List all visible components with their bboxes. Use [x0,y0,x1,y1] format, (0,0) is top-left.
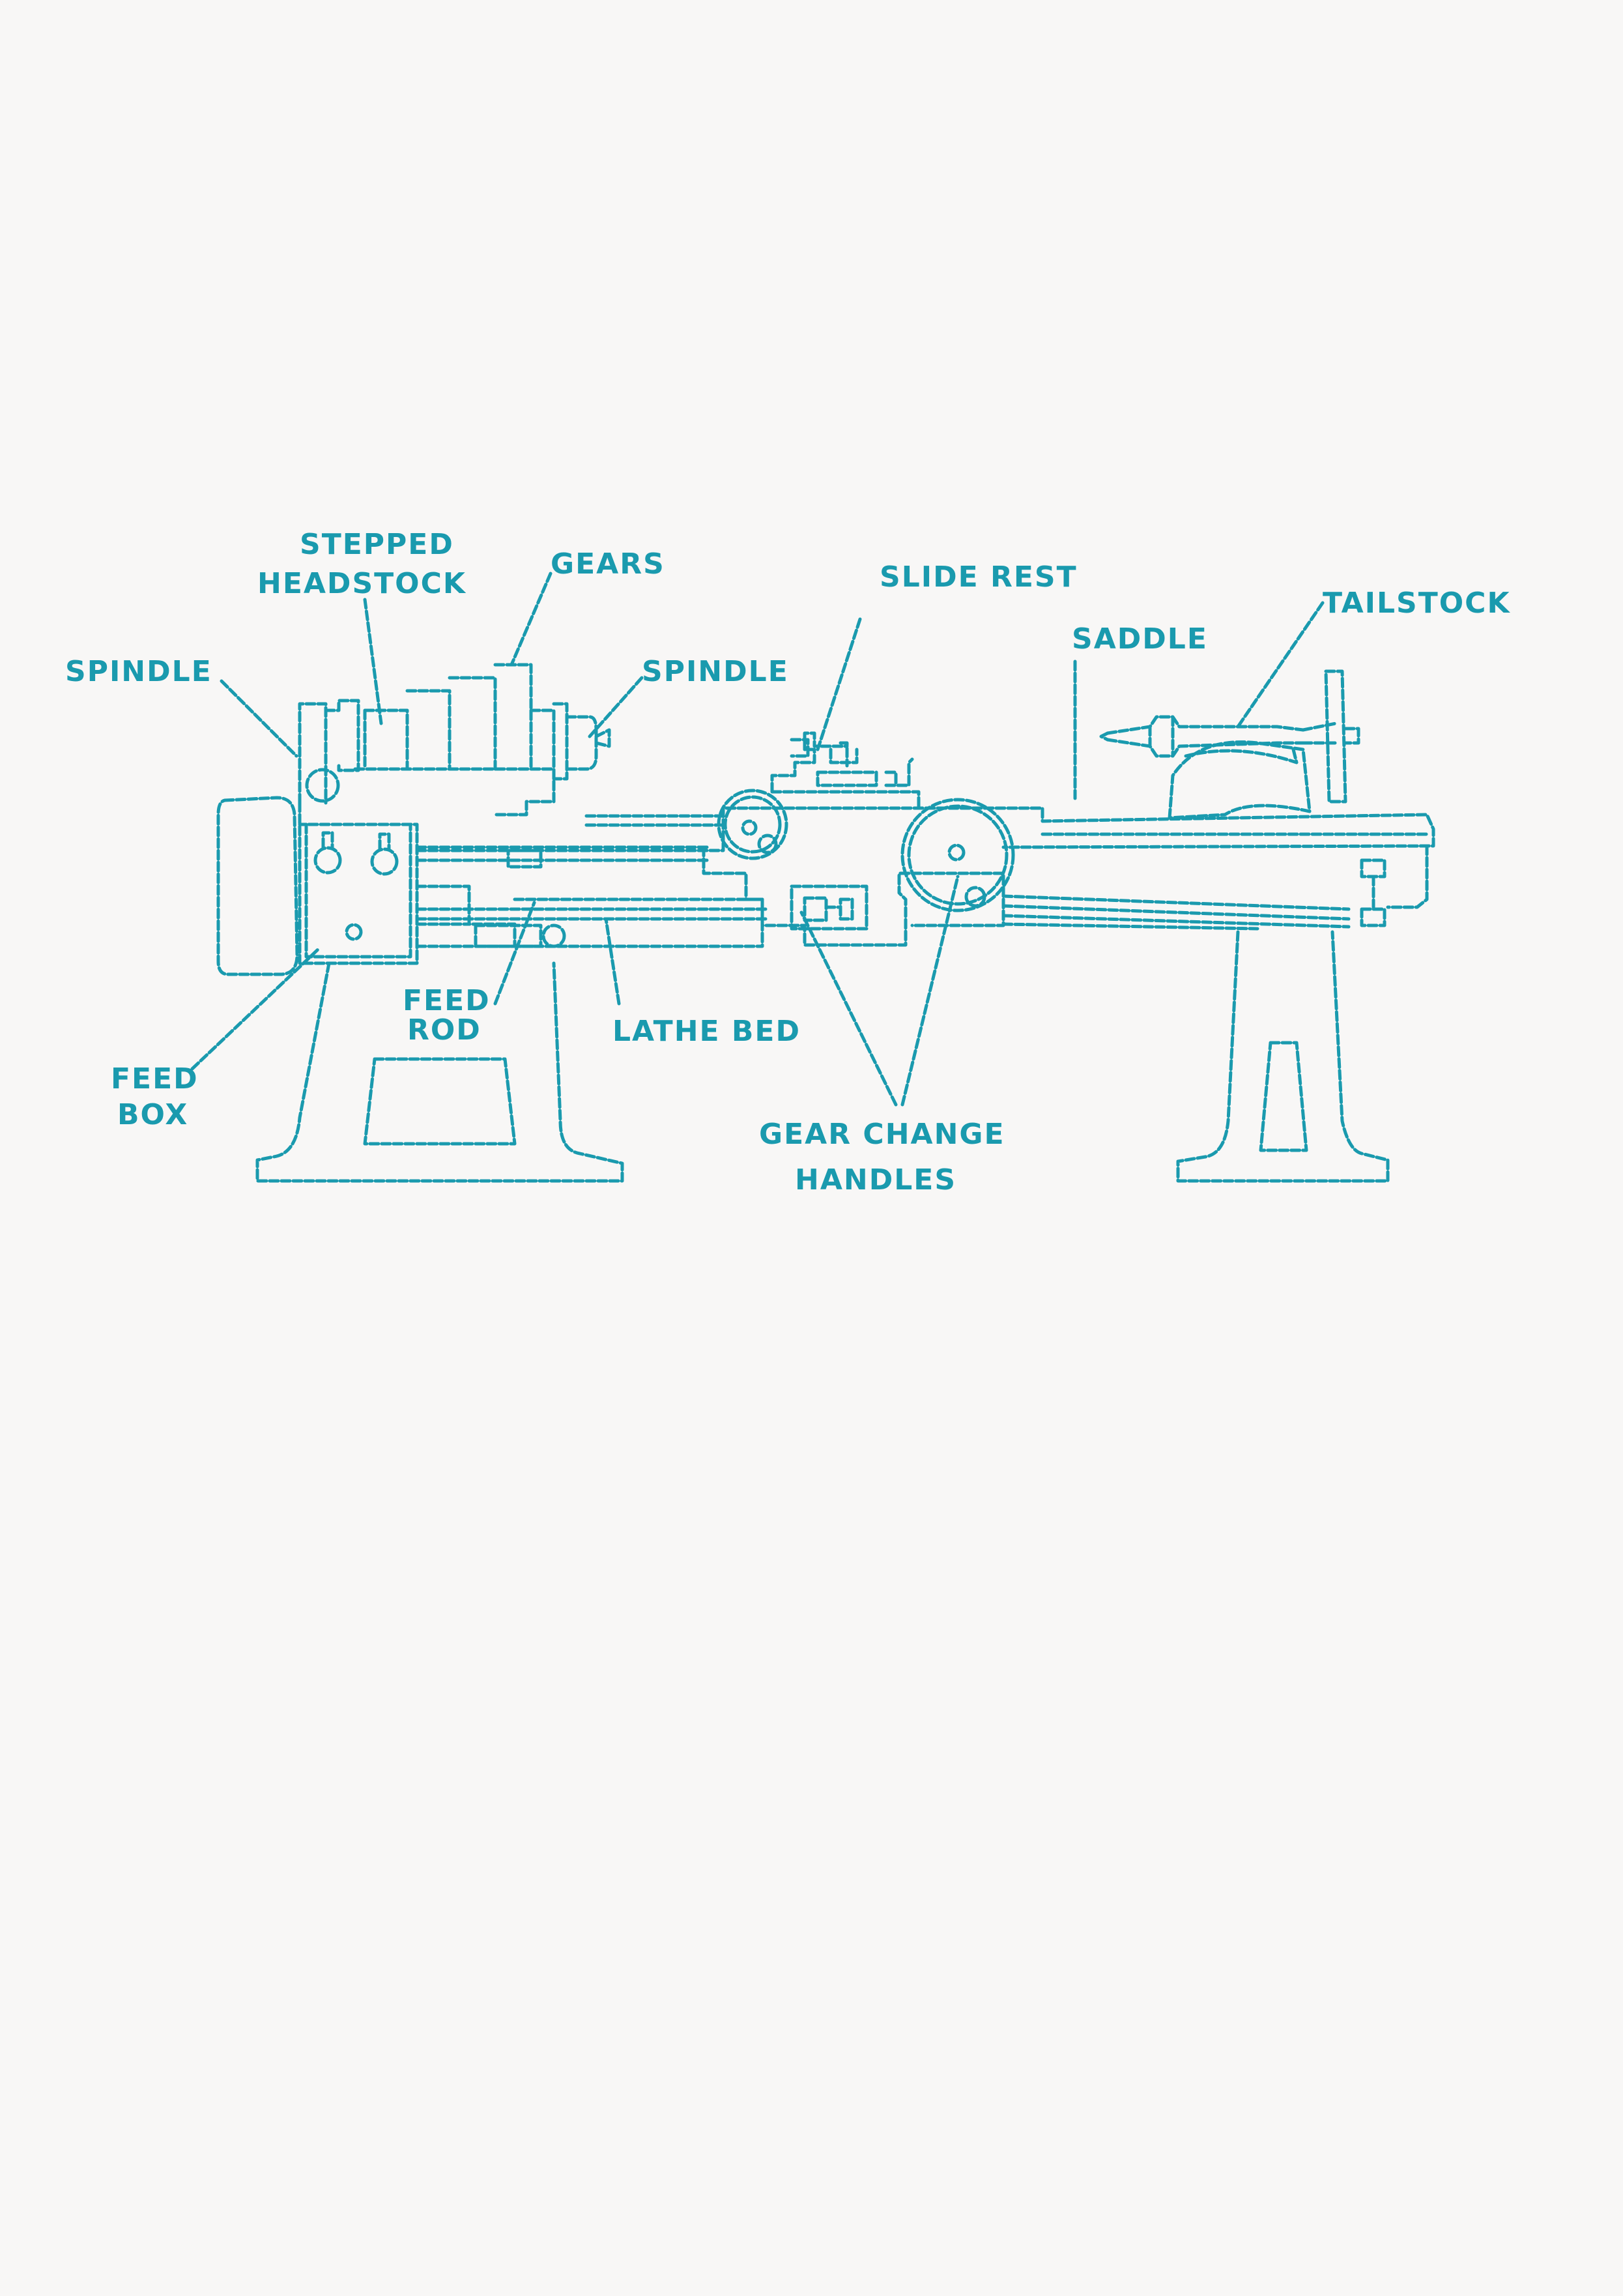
carriage-handwheel-knob [964,886,986,908]
headstock-rear [493,708,556,817]
label-stepped-headstock-1: STEPPED [300,528,454,561]
tailstock-point [1099,731,1110,742]
feed-rod-wheel [541,923,566,948]
headstock-body [298,702,419,965]
carriage-handwheel-inner [907,804,1009,906]
label-tailstock: TAILSTOCK [1323,587,1511,620]
left-leg-cutout [363,1057,517,1146]
tool-post [790,738,849,768]
leader-stepped-headstock [363,598,383,725]
leader-feed-box [190,946,321,1071]
label-feed-rod-2: ROD [407,1013,481,1047]
label-spindle-left: SPINDLE [65,655,212,688]
label-feed-box-2: BOX [117,1098,188,1131]
saddle-handwheel-knob [757,834,778,854]
lathe-drawing [190,572,1435,1183]
headstock-knob [305,768,340,803]
apron-gear-slot [790,884,869,931]
label-gear-change-2: HANDLES [795,1163,956,1197]
tailstock-handwheel [1301,669,1360,804]
labels: STEPPED HEADSTOCK GEARS SLIDE REST TAILS… [65,528,1511,1197]
feed-box-dial-right [370,847,399,876]
carriage-handwheel [900,798,1015,912]
leader-feed-rod [493,901,536,1006]
bed-rail [584,814,1429,836]
leader-gear-change-left [799,910,898,1107]
lower-rail [1001,894,1351,931]
leader-lathe-bed [604,917,621,1006]
label-slide-rest: SLIDE REST [880,560,1078,594]
leader-gear-change-right [900,875,960,1107]
label-stepped-headstock-2: HEADSTOCK [257,567,467,600]
feed-rod [415,884,771,948]
bed-end [1386,844,1429,909]
label-feed-rod-1: FEED [403,984,491,1017]
feed-box-face [304,822,412,959]
right-leg [1176,930,1390,1183]
feed-box-dial-left [313,846,342,875]
slide-rest [770,731,921,810]
tailstock-quill [1106,715,1305,758]
leader-spindle-right [588,676,644,738]
leader-tailstock [1236,601,1325,729]
leader-slide-rest [816,617,862,751]
label-spindle-right: SPINDLE [642,655,789,688]
leader-gears [510,572,553,667]
label-saddle: SADDLE [1072,622,1208,656]
saddle-handwheel [717,789,788,860]
tailstock [1168,740,1312,820]
chuck-plate [216,796,299,976]
bed-top [415,806,1435,862]
saddle-handwheel-inner [723,795,782,854]
feed-rod-carriage [474,923,543,948]
left-leg [255,961,624,1183]
feed-box-lever-right [378,832,391,851]
stepped-headstock [324,663,556,772]
label-feed-box-1: FEED [111,1062,199,1096]
label-lathe-bed: LATHE BED [612,1015,801,1048]
end-handle [1360,858,1386,927]
spindle-nose-right [552,702,611,781]
feed-box-small-knob [345,923,363,941]
apron-lower [506,849,543,869]
right-leg-cutout [1259,1041,1308,1152]
carriage-handwheel-hub [947,843,966,862]
feed-box-lever-left [321,831,334,849]
label-gear-change-1: GEAR CHANGE [759,1118,1005,1151]
label-gears: GEARS [551,547,665,581]
saddle-handwheel-hub [741,819,758,836]
leader-spindle-left [220,679,298,758]
apron [702,845,1005,947]
